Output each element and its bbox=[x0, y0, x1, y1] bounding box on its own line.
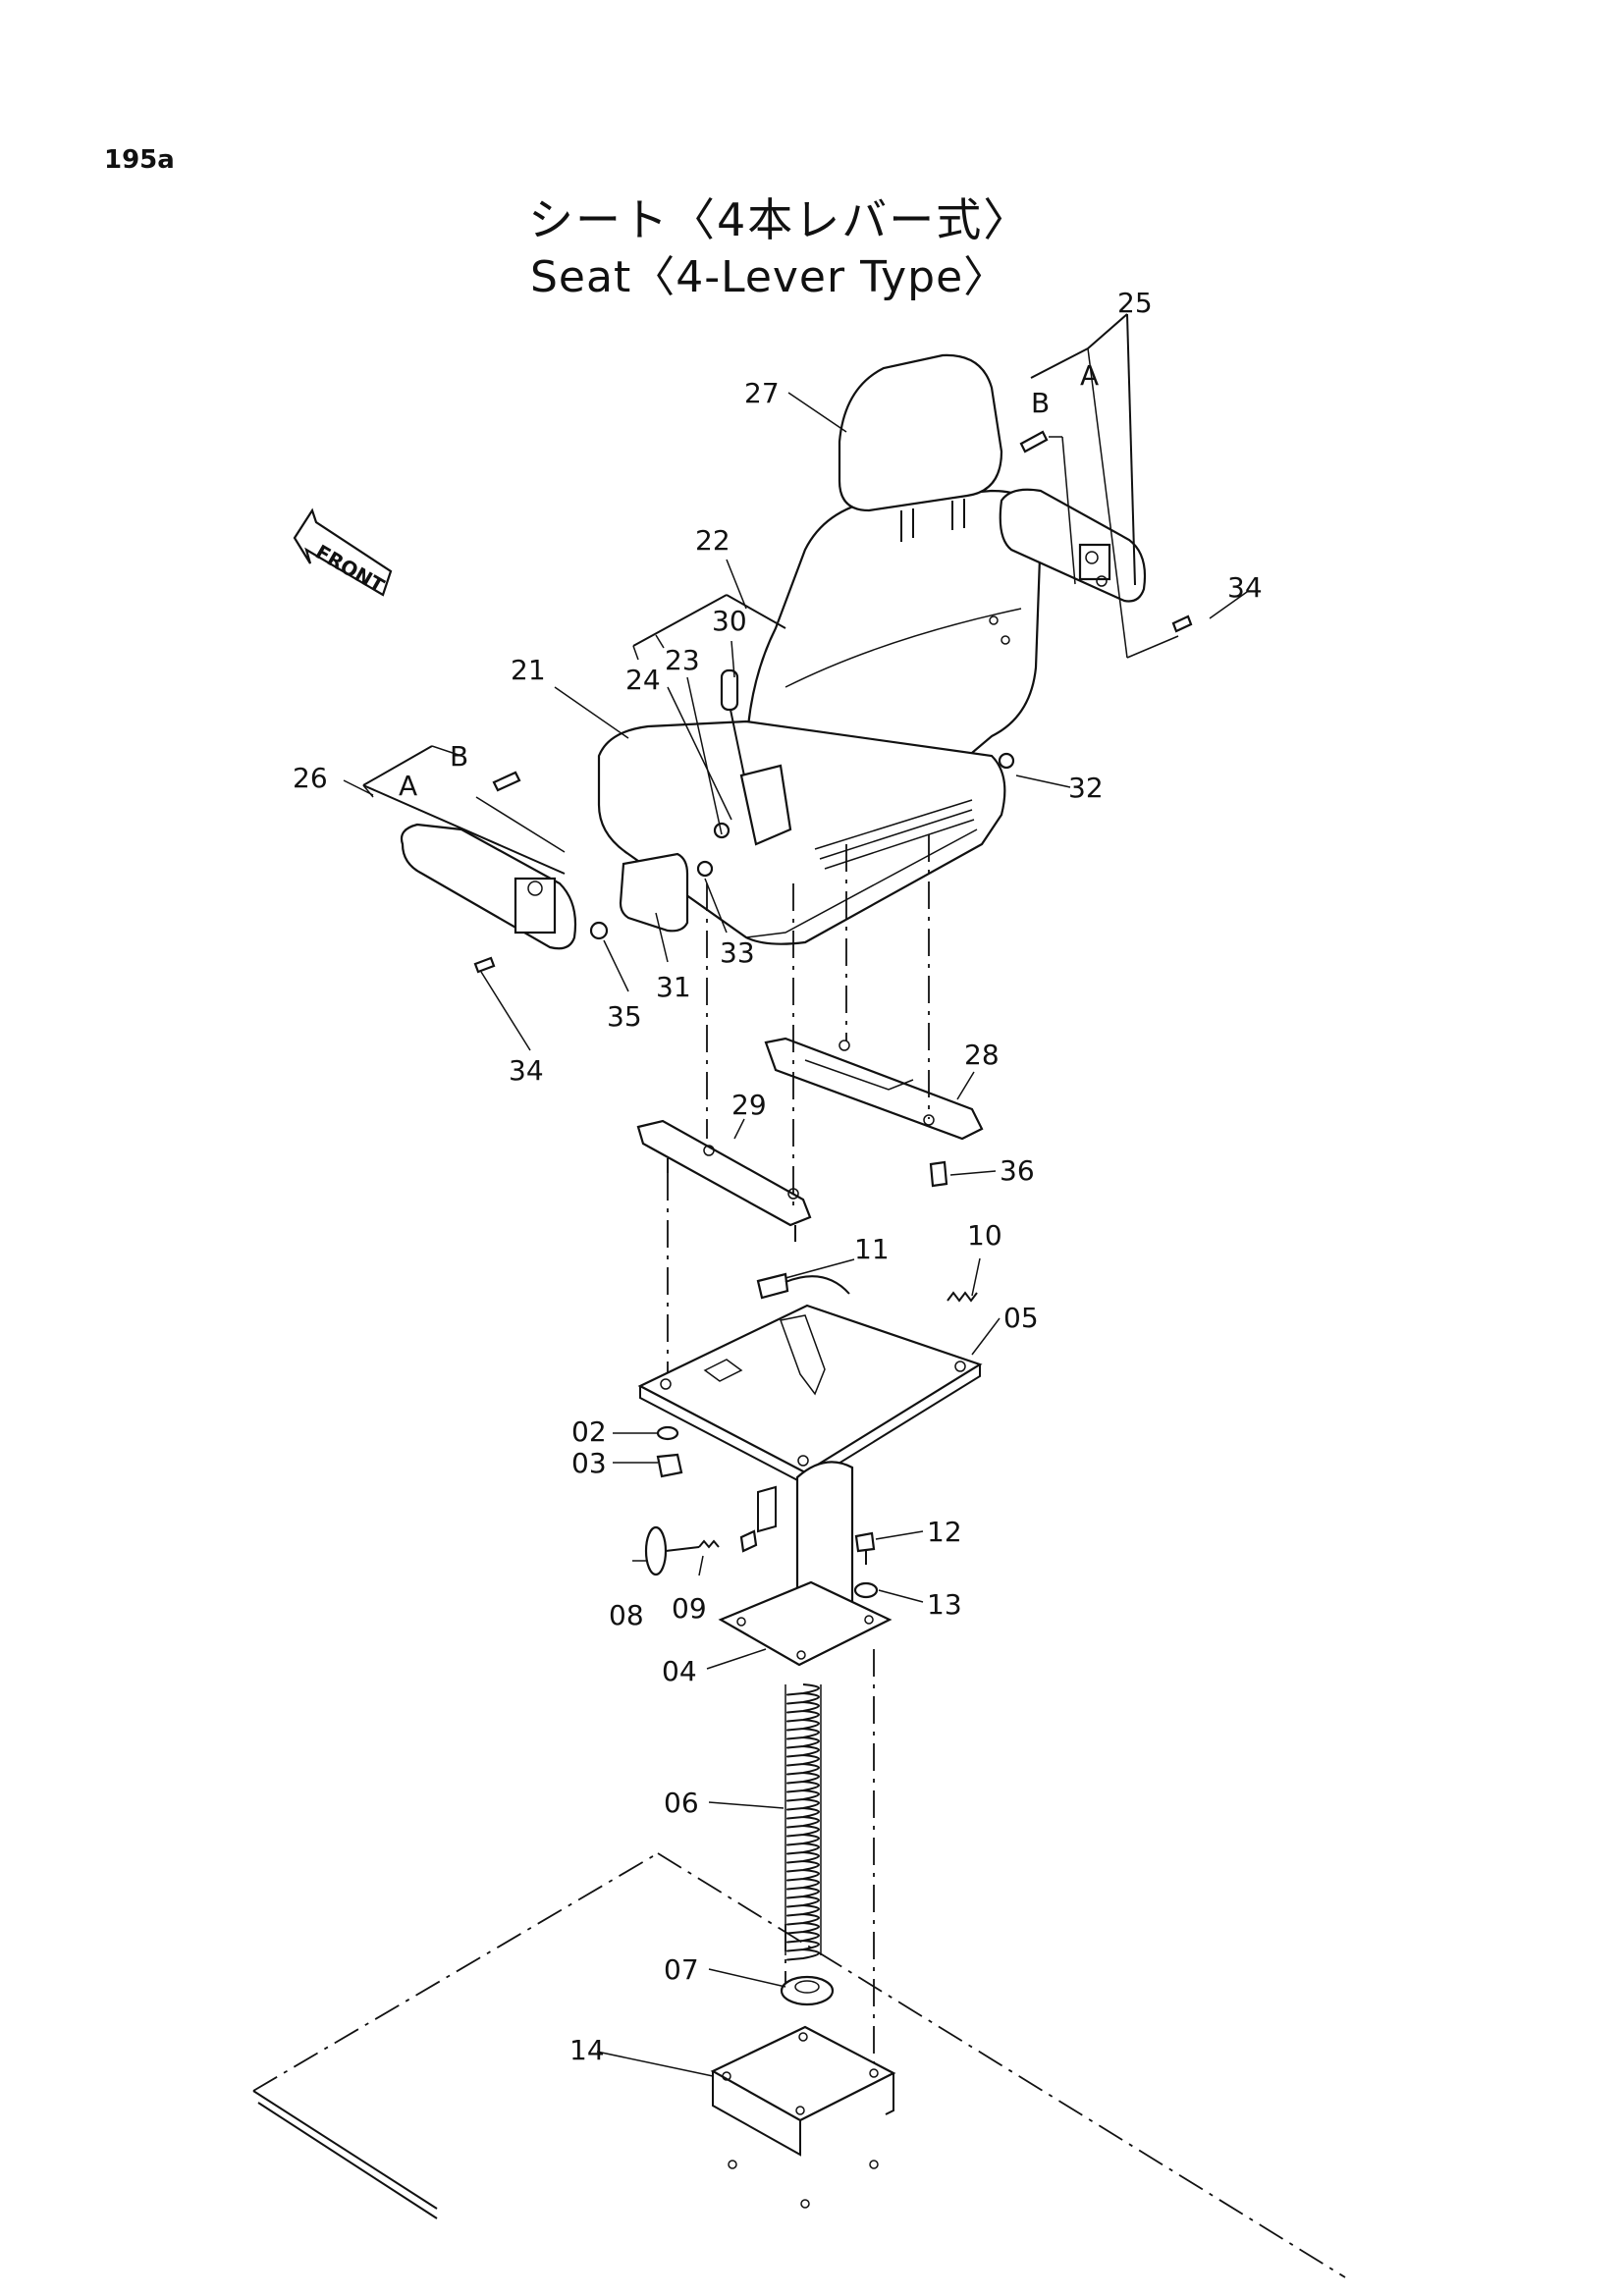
callout-10: 10 bbox=[967, 1219, 1002, 1252]
page-number: 195a bbox=[104, 145, 175, 175]
callout-29: 29 bbox=[731, 1089, 767, 1121]
callout-32: 32 bbox=[1068, 772, 1104, 804]
callout-26: 26 bbox=[293, 762, 328, 794]
callout-13: 13 bbox=[927, 1588, 962, 1621]
callout-11: 11 bbox=[854, 1233, 890, 1265]
seat-headrest bbox=[838, 353, 1003, 542]
callout-35: 35 bbox=[607, 1000, 642, 1033]
slide-rail-right bbox=[764, 1037, 984, 1141]
subassembly-bracket-22 bbox=[632, 594, 786, 661]
callout-07: 07 bbox=[664, 1953, 699, 1986]
title-english: Seat〈4-Lever Type〉 bbox=[530, 252, 1008, 302]
callout-03: 03 bbox=[571, 1447, 607, 1479]
title-japanese: シート〈4本レバー式〉 bbox=[528, 193, 1031, 246]
spring-cap bbox=[780, 1975, 835, 2006]
callout-leader-lines bbox=[343, 392, 1248, 2077]
side-panel bbox=[619, 852, 689, 933]
subassembly-bracket-25 bbox=[1030, 313, 1179, 659]
label-b-right: B bbox=[1031, 387, 1050, 419]
washer-13 bbox=[853, 1581, 879, 1599]
knob-08 bbox=[644, 1525, 700, 1576]
bolt-36 bbox=[929, 1160, 948, 1188]
callout-02: 02 bbox=[571, 1415, 607, 1448]
right-armrest bbox=[999, 488, 1147, 603]
seat-column bbox=[718, 1461, 893, 1667]
callout-31: 31 bbox=[656, 971, 691, 1003]
bolt-12 bbox=[854, 1531, 876, 1565]
coil-spring bbox=[784, 1683, 822, 1961]
screw-09 bbox=[698, 1529, 758, 1553]
label-b-left: B bbox=[450, 740, 468, 773]
callout-09: 09 bbox=[672, 1592, 707, 1625]
lever-handle-11 bbox=[756, 1272, 850, 1300]
callout-28: 28 bbox=[964, 1039, 1000, 1071]
label-a-right: A bbox=[1080, 359, 1099, 392]
callout-25: 25 bbox=[1117, 287, 1153, 319]
callout-14: 14 bbox=[569, 2034, 605, 2066]
spring-10 bbox=[947, 1291, 978, 1303]
label-a-left: A bbox=[399, 770, 417, 802]
coil-spring-path bbox=[786, 1683, 820, 1961]
callout-04: 04 bbox=[662, 1655, 697, 1687]
callout-33: 33 bbox=[720, 936, 755, 969]
slide-rail-left bbox=[636, 1119, 812, 1242]
front-arrow-icon: FRONT bbox=[293, 507, 393, 598]
callout-24: 24 bbox=[625, 664, 661, 696]
callout-34-upper: 34 bbox=[1227, 571, 1263, 604]
callout-27: 27 bbox=[744, 377, 780, 409]
callout-36: 36 bbox=[1000, 1154, 1035, 1187]
left-armrest bbox=[400, 823, 577, 950]
callout-05: 05 bbox=[1003, 1302, 1039, 1334]
callout-08: 08 bbox=[609, 1599, 644, 1631]
floor-outline bbox=[252, 1852, 1346, 2278]
washer-02 bbox=[656, 1425, 679, 1441]
callout-34-lower: 34 bbox=[509, 1054, 544, 1087]
callout-21: 21 bbox=[511, 654, 546, 686]
subassembly-bracket-26 bbox=[362, 745, 566, 875]
callout-23: 23 bbox=[665, 644, 700, 676]
callout-30: 30 bbox=[712, 605, 747, 637]
bracket bbox=[710, 2025, 896, 2209]
callout-12: 12 bbox=[927, 1516, 962, 1548]
base-plate bbox=[637, 1304, 983, 1486]
recline-lever bbox=[720, 668, 792, 846]
screw-parts bbox=[473, 430, 1193, 974]
nut-03 bbox=[656, 1453, 683, 1478]
callout-22: 22 bbox=[695, 524, 730, 557]
callout-numbers: 25 27 22 30 23 24 21 34 32 26 33 31 35 3… bbox=[293, 287, 1263, 2066]
callout-06: 06 bbox=[664, 1787, 699, 1819]
